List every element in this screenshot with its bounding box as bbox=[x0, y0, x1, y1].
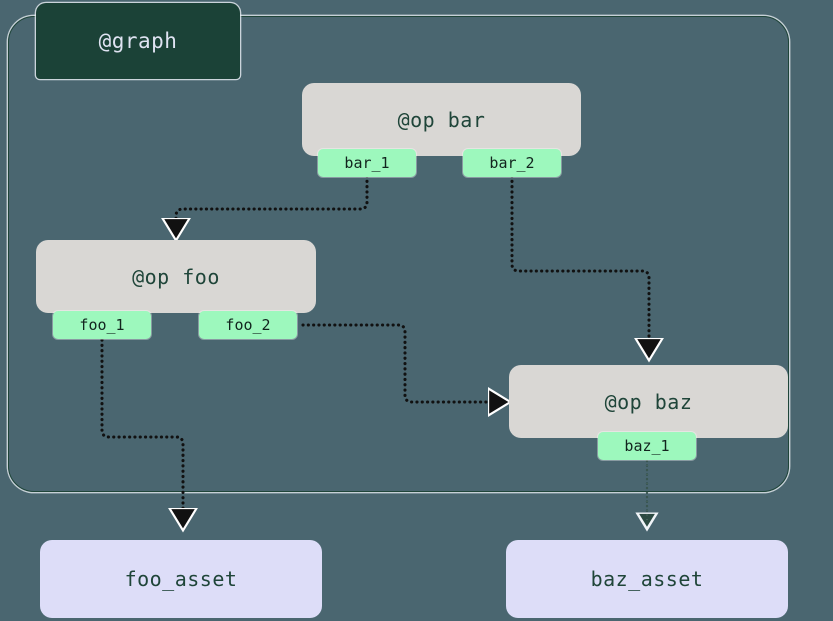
node-op-baz[interactable]: @op baz bbox=[509, 365, 788, 438]
node-op-bar-label: @op bar bbox=[397, 107, 486, 132]
graph-label-text: @graph bbox=[98, 29, 178, 53]
port-foo-1[interactable]: foo_1 bbox=[53, 311, 151, 339]
port-bar-2[interactable]: bar_2 bbox=[463, 149, 561, 177]
node-foo-asset-label: foo_asset bbox=[124, 567, 238, 591]
graph-container bbox=[8, 16, 789, 492]
port-foo-2[interactable]: foo_2 bbox=[199, 311, 297, 339]
node-baz-asset-label: baz_asset bbox=[590, 567, 704, 591]
node-op-foo-label: @op foo bbox=[132, 264, 220, 289]
node-op-baz-label: @op baz bbox=[604, 389, 693, 414]
port-bar-2-label: bar_2 bbox=[489, 154, 535, 172]
node-foo-asset[interactable]: foo_asset bbox=[40, 540, 322, 618]
port-bar-1[interactable]: bar_1 bbox=[318, 149, 416, 177]
port-baz-1[interactable]: baz_1 bbox=[598, 432, 696, 460]
graph-label-chip[interactable]: @graph bbox=[36, 3, 240, 79]
port-foo-2-label: foo_2 bbox=[225, 316, 271, 334]
port-foo-1-label: foo_1 bbox=[79, 316, 125, 334]
node-baz-asset[interactable]: baz_asset bbox=[506, 540, 788, 618]
port-baz-1-label: baz_1 bbox=[624, 437, 670, 455]
port-bar-1-label: bar_1 bbox=[344, 154, 390, 172]
node-op-foo[interactable]: @op foo bbox=[36, 240, 316, 313]
node-op-bar[interactable]: @op bar bbox=[302, 83, 581, 156]
